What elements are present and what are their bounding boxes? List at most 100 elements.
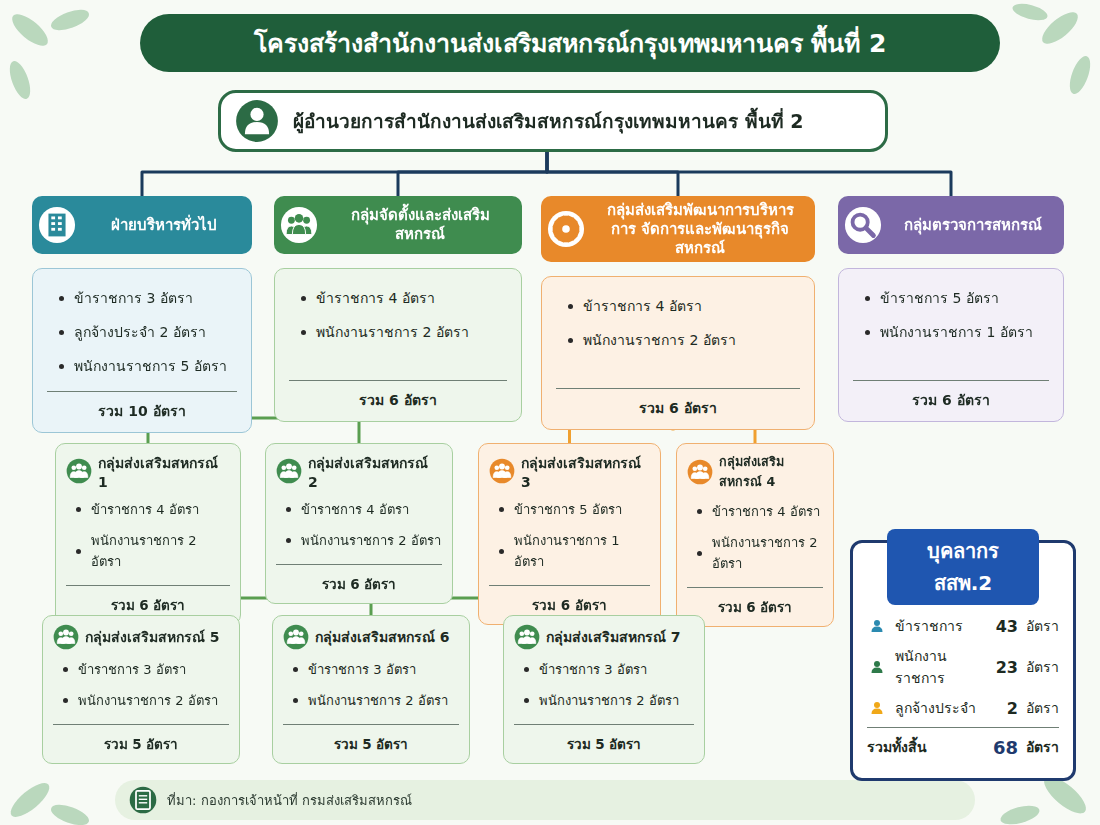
unit-body: ข้าราชการ 4 อัตราพนักงานราชการ 2 อัตรารว… bbox=[274, 268, 522, 422]
staff-line: ข้าราชการ 3 อัตรา bbox=[63, 659, 229, 680]
bullet-dot bbox=[286, 538, 291, 543]
staff-count: พนักงานราชการ 5 อัตรา bbox=[74, 355, 227, 377]
staff-count: ข้าราชการ 3 อัตรา bbox=[74, 287, 193, 309]
bullet-dot bbox=[63, 698, 68, 703]
unit-word: อัตรา bbox=[1026, 697, 1059, 719]
staff-count: ข้าราชการ 4 อัตรา bbox=[316, 287, 435, 309]
group-name: กลุ่มส่งเสริมสหกรณ์ 7 bbox=[546, 626, 681, 648]
staff-count: ข้าราชการ 3 อัตรา bbox=[78, 659, 186, 680]
bullet-dot bbox=[568, 338, 573, 343]
summary-title: บุคลากร สสพ.2 bbox=[887, 529, 1039, 605]
group-header: กลุ่มส่งเสริมสหกรณ์ 7 bbox=[514, 624, 694, 650]
bullet-dot bbox=[568, 304, 573, 309]
divider-line bbox=[47, 391, 237, 392]
staff-line: พนักงานราชการ 1 อัตรา bbox=[865, 321, 1049, 343]
staff-number: 2 bbox=[988, 699, 1018, 718]
director-box: ผู้อำนวยการสำนักงานส่งเสริมสหกรณ์กรุงเทพ… bbox=[218, 90, 888, 152]
bullet-dot bbox=[865, 296, 870, 301]
unit-header: กลุ่มจัดตั้งและส่งเสริมสหกรณ์ bbox=[274, 196, 522, 254]
staff-line: พนักงานราชการ 2 อัตรา bbox=[301, 321, 507, 343]
bullet-dot bbox=[499, 549, 504, 554]
org-connector bbox=[398, 152, 547, 196]
group-header: กลุ่มส่งเสริมสหกรณ์ 5 bbox=[53, 624, 229, 650]
staff-count: ข้าราชการ 4 อัตรา bbox=[301, 499, 409, 520]
group-name: กลุ่มส่งเสริมสหกรณ์ 6 bbox=[315, 626, 450, 648]
people-icon bbox=[280, 206, 318, 244]
unit-body: ข้าราชการ 4 อัตราพนักงานราชการ 2 อัตรารว… bbox=[541, 276, 815, 430]
staff-line: พนักงานราชการ 2 อัตรา bbox=[524, 690, 694, 711]
source-bar: ที่มา: กองการเจ้าหน้าที่ กรมส่งเสริมสหกร… bbox=[115, 780, 975, 820]
group-header: กลุ่มส่งเสริมสหกรณ์ 3 bbox=[489, 452, 650, 490]
people-icon bbox=[66, 458, 92, 484]
promotion-group-box: กลุ่มส่งเสริมสหกรณ์ 4ข้าราชการ 4 อัตราพน… bbox=[676, 443, 834, 627]
staff-count: ข้าราชการ 3 อัตรา bbox=[308, 659, 416, 680]
promotion-group-box: กลุ่มส่งเสริมสหกรณ์ 5 ข้าราชการ 3 อัตราพน… bbox=[42, 615, 240, 764]
staff-count: ข้าราชการ 5 อัตรา bbox=[880, 287, 999, 309]
people-icon bbox=[53, 624, 79, 650]
bullet-dot bbox=[59, 364, 64, 369]
bullet-dot bbox=[697, 551, 702, 556]
group-header: กลุ่มส่งเสริมสหกรณ์ 1 bbox=[66, 452, 230, 490]
staff-count: พนักงานราชการ 1 อัตรา bbox=[514, 530, 650, 572]
divider-line bbox=[853, 380, 1049, 381]
staff-count: พนักงานราชการ 2 อัตรา bbox=[539, 690, 679, 711]
staff-number: 43 bbox=[988, 617, 1018, 636]
promotion-group-box: กลุ่มส่งเสริมสหกรณ์ 2ข้าราชการ 4 อัตราพน… bbox=[265, 443, 453, 604]
divider-line bbox=[687, 587, 823, 588]
bullet-dot bbox=[865, 330, 870, 335]
group-name: กลุ่มส่งเสริมสหกรณ์ 2 bbox=[308, 452, 442, 490]
staff-type: รวมทั้งสิ้น bbox=[867, 736, 980, 758]
promotion-group-box: กลุ่มส่งเสริมสหกรณ์ 1 ข้าราชการ 4 อัตราพน… bbox=[55, 443, 241, 625]
person-icon bbox=[867, 657, 887, 677]
staff-line: พนักงานราชการ 2 อัตรา bbox=[76, 530, 230, 572]
division-unit: กลุ่มตรวจการสหกรณ์ข้าราชการ 5 อัตราพนักง… bbox=[838, 196, 1064, 422]
staff-line: พนักงานราชการ 2 อัตรา bbox=[293, 690, 459, 711]
divider-line bbox=[514, 724, 694, 725]
gear-icon bbox=[547, 210, 585, 248]
unit-total: รวม 6 อัตรา bbox=[853, 389, 1049, 411]
summary-row: ลูกจ้างประจำ2อัตรา bbox=[867, 697, 1059, 719]
unit-name: กลุ่มตรวจการสหกรณ์ bbox=[892, 216, 1054, 235]
staff-count: พนักงานราชการ 2 อัตรา bbox=[78, 690, 218, 711]
group-total: รวม 5 อัตรา bbox=[283, 733, 459, 755]
staff-line: ข้าราชการ 4 อัตรา bbox=[568, 295, 800, 317]
people-icon bbox=[514, 624, 540, 650]
staff-line: ข้าราชการ 4 อัตรา bbox=[76, 499, 230, 520]
staff-count: ลูกจ้างประจำ 2 อัตรา bbox=[74, 321, 206, 343]
summary-row: รวมทั้งสิ้น68อัตรา bbox=[867, 736, 1059, 758]
unit-name: กลุ่มส่งเสริมพัฒนาการบริหารการ จัดการและ… bbox=[595, 201, 805, 257]
leaf-cluster bbox=[6, 1, 1095, 825]
group-name: กลุ่มส่งเสริมสหกรณ์ 1 bbox=[98, 452, 230, 490]
group-header: กลุ่มส่งเสริมสหกรณ์ 2 bbox=[276, 452, 442, 490]
bullet-dot bbox=[293, 667, 298, 672]
divider-line bbox=[53, 724, 229, 725]
promotion-group-box: กลุ่มส่งเสริมสหกรณ์ 6 ข้าราชการ 3 อัตราพน… bbox=[272, 615, 470, 764]
bullet-dot bbox=[76, 549, 81, 554]
staff-line: ข้าราชการ 4 อัตรา bbox=[301, 287, 507, 309]
bullet-dot bbox=[524, 698, 529, 703]
staff-line: ข้าราชการ 3 อัตรา bbox=[524, 659, 694, 680]
person-icon bbox=[867, 698, 887, 718]
staff-count: ข้าราชการ 3 อัตรา bbox=[539, 659, 647, 680]
org-connector bbox=[547, 152, 678, 196]
unit-total: รวม 6 อัตรา bbox=[289, 389, 507, 411]
unit-word: อัตรา bbox=[1026, 736, 1059, 758]
promotion-group-box: กลุ่มส่งเสริมสหกรณ์ 3 ข้าราชการ 5 อัตราพน… bbox=[478, 443, 661, 625]
bullet-dot bbox=[697, 509, 702, 514]
staff-line: ข้าราชการ 5 อัตรา bbox=[499, 499, 650, 520]
group-header: กลุ่มส่งเสริมสหกรณ์ 4 bbox=[687, 452, 823, 492]
person-icon bbox=[867, 616, 887, 636]
group-total: รวม 5 อัตรา bbox=[53, 733, 229, 755]
group-name: กลุ่มส่งเสริมสหกรณ์ 5 bbox=[85, 626, 220, 648]
staff-line: ข้าราชการ 3 อัตรา bbox=[59, 287, 237, 309]
group-total: รวม 6 อัตรา bbox=[489, 594, 650, 616]
person-icon bbox=[235, 99, 279, 143]
division-unit: กลุ่มจัดตั้งและส่งเสริมสหกรณ์ข้าราชการ 4… bbox=[274, 196, 522, 422]
group-total: รวม 6 อัตรา bbox=[66, 594, 230, 616]
bullet-dot bbox=[524, 667, 529, 672]
bullet-dot bbox=[59, 296, 64, 301]
staff-count: พนักงานราชการ 2 อัตรา bbox=[712, 532, 823, 574]
divider-line bbox=[867, 727, 1059, 728]
divider-line bbox=[556, 388, 800, 389]
